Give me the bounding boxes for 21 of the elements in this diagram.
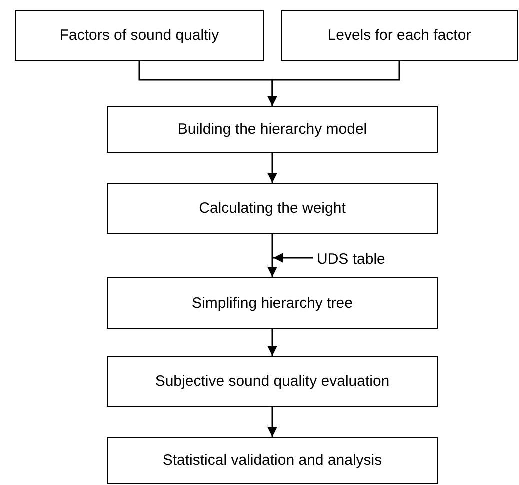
arrow <box>268 234 278 277</box>
step-text: Calculating the weight <box>199 200 346 217</box>
step-text: Subjective sound quality evaluation <box>155 373 390 390</box>
process-box <box>107 106 438 153</box>
process-box <box>15 10 264 61</box>
arrow <box>268 329 278 356</box>
process-box <box>107 437 438 484</box>
process-box <box>107 183 438 234</box>
step-text: Factors of sound qualtiy <box>60 27 220 44</box>
step-text: Building the hierarchy model <box>178 121 368 138</box>
arrow <box>274 253 313 263</box>
input-text: UDS table <box>317 250 386 268</box>
process-box <box>107 277 438 329</box>
process-box <box>107 356 438 407</box>
arrow <box>268 407 278 437</box>
step-text: Statistical validation and analysis <box>162 452 382 469</box>
step-text: Levels for each factor <box>328 27 472 44</box>
step-text: Simplifing hierarchy tree <box>192 294 353 312</box>
arrow <box>268 61 400 106</box>
arrow <box>268 153 278 183</box>
process-box <box>281 10 518 61</box>
